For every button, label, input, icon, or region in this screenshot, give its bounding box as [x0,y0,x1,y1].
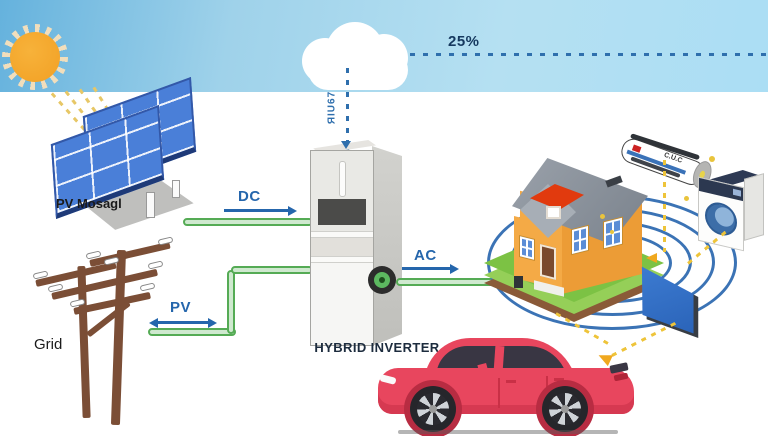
dc-arrowhead-icon [288,206,297,216]
inverter-screen [318,199,366,225]
hybrid-inverter [310,150,374,346]
energy-dot [600,214,605,219]
insulator [139,282,156,292]
sun-core [10,32,60,82]
house-window [572,226,588,254]
car-wheel [410,386,456,432]
pv-flow-arrow [157,321,209,324]
ac-label: AC [414,247,437,264]
grid-wire-horizontal [148,328,236,336]
pv-flow-label: PV [170,299,192,316]
pv-arrowhead-right-icon [208,318,217,328]
ac-arrowhead-icon [450,264,459,274]
grid-label: Grid [34,336,63,353]
house-awning-window [546,206,561,219]
car-door-handle [554,378,564,381]
energy-dot [610,230,614,234]
inverter-vent-slot [339,161,346,197]
energy-dot [684,196,689,201]
pv-array-label: PV Mosagl [56,196,122,211]
energy-dot [709,156,715,162]
pv-array-leg [172,180,180,198]
export-percent-label: 25% [448,33,480,50]
dc-label: DC [238,188,261,205]
washing-machine-icon [696,168,768,254]
inverter-label: HYBRID INVERTER [314,340,440,355]
house-window [520,236,534,260]
export-dotted-line [410,53,768,56]
energy-arrowhead-icon [646,253,657,263]
ac-flow-arrow [402,267,452,270]
grid-wire-upper [231,266,313,274]
car [378,334,640,436]
pv-arrowhead-left-icon [149,318,158,328]
car-door-line [498,378,500,408]
dc-flow-arrow [224,209,290,212]
inverter-ac-port [368,266,396,294]
car-door-handle [506,380,516,383]
grid-wire-vertical [227,270,235,334]
car-ground-shadow [398,430,618,434]
car-wheel [542,386,588,432]
dc-wire [183,218,313,226]
cloud-link-dashed-line [346,68,349,144]
house-door [540,244,556,280]
pv-array-leg [146,192,155,218]
meter-box [514,276,523,288]
down-arrowhead-icon [341,141,351,149]
cloud-icon [302,22,414,92]
inverter-side-face [372,146,402,346]
cloud-link-tag: ЯIU67 [326,90,338,125]
energy-dashed-line [663,160,666,252]
